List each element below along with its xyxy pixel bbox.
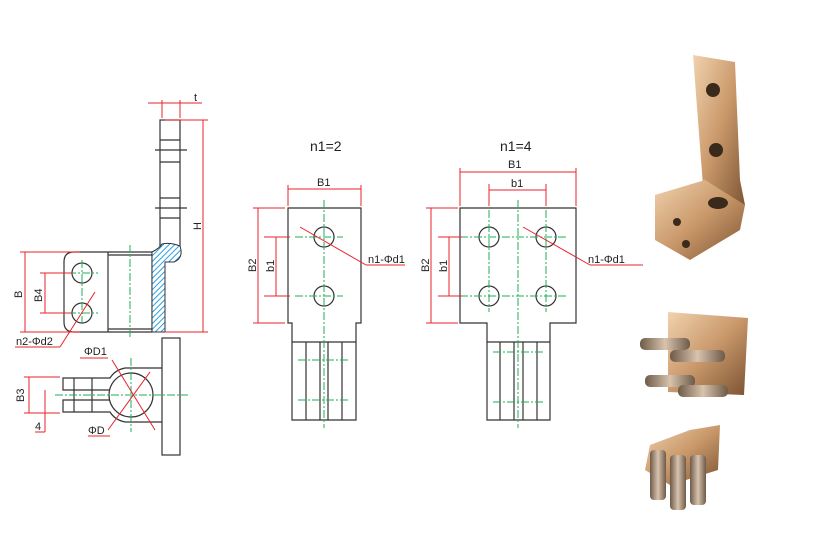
dim-B2-label: B2: [247, 259, 259, 272]
dim-B2-label: B2: [420, 259, 432, 272]
dim-D1-label: ΦD1: [84, 346, 107, 358]
dim-4-label: 4: [35, 421, 41, 433]
dim-B3-label: B3: [15, 389, 27, 402]
dim-B-label: B: [13, 291, 25, 298]
dim-t-label: t: [194, 92, 197, 104]
product-photo-bottom: [640, 312, 748, 510]
hole-n1-d1-label: n1-Φd1: [368, 254, 405, 266]
side-view: t H B B4 n2-Φd2: [13, 92, 208, 348]
dim-B4-label: B4: [33, 289, 45, 302]
top-view: ΦD1 ΦD B3 4: [15, 337, 188, 456]
dim-b1-top-label: b1: [511, 178, 523, 190]
dim-b1-label: b1: [438, 260, 450, 272]
dim-B1-label: B1: [317, 177, 330, 189]
hole-n1-d1-label: n1-Φd1: [588, 254, 625, 266]
variant-4-title: n1=4: [500, 138, 532, 154]
hole-n2-d2-label: n2-Φd2: [16, 336, 53, 348]
dim-D-label: ΦD: [88, 425, 105, 437]
variant-four-holes: n1=4 B1 b1 B2 b1 n1-Φd1: [420, 138, 643, 428]
dim-B1-label: B1: [508, 159, 521, 171]
dim-b1-label: b1: [265, 260, 277, 272]
product-photo-top: [655, 55, 745, 260]
variant-2-title: n1=2: [310, 138, 342, 154]
variant-two-holes: n1=2 B1 B2 b1 n1-Φd1: [247, 138, 405, 428]
dim-H-label: H: [192, 222, 204, 230]
